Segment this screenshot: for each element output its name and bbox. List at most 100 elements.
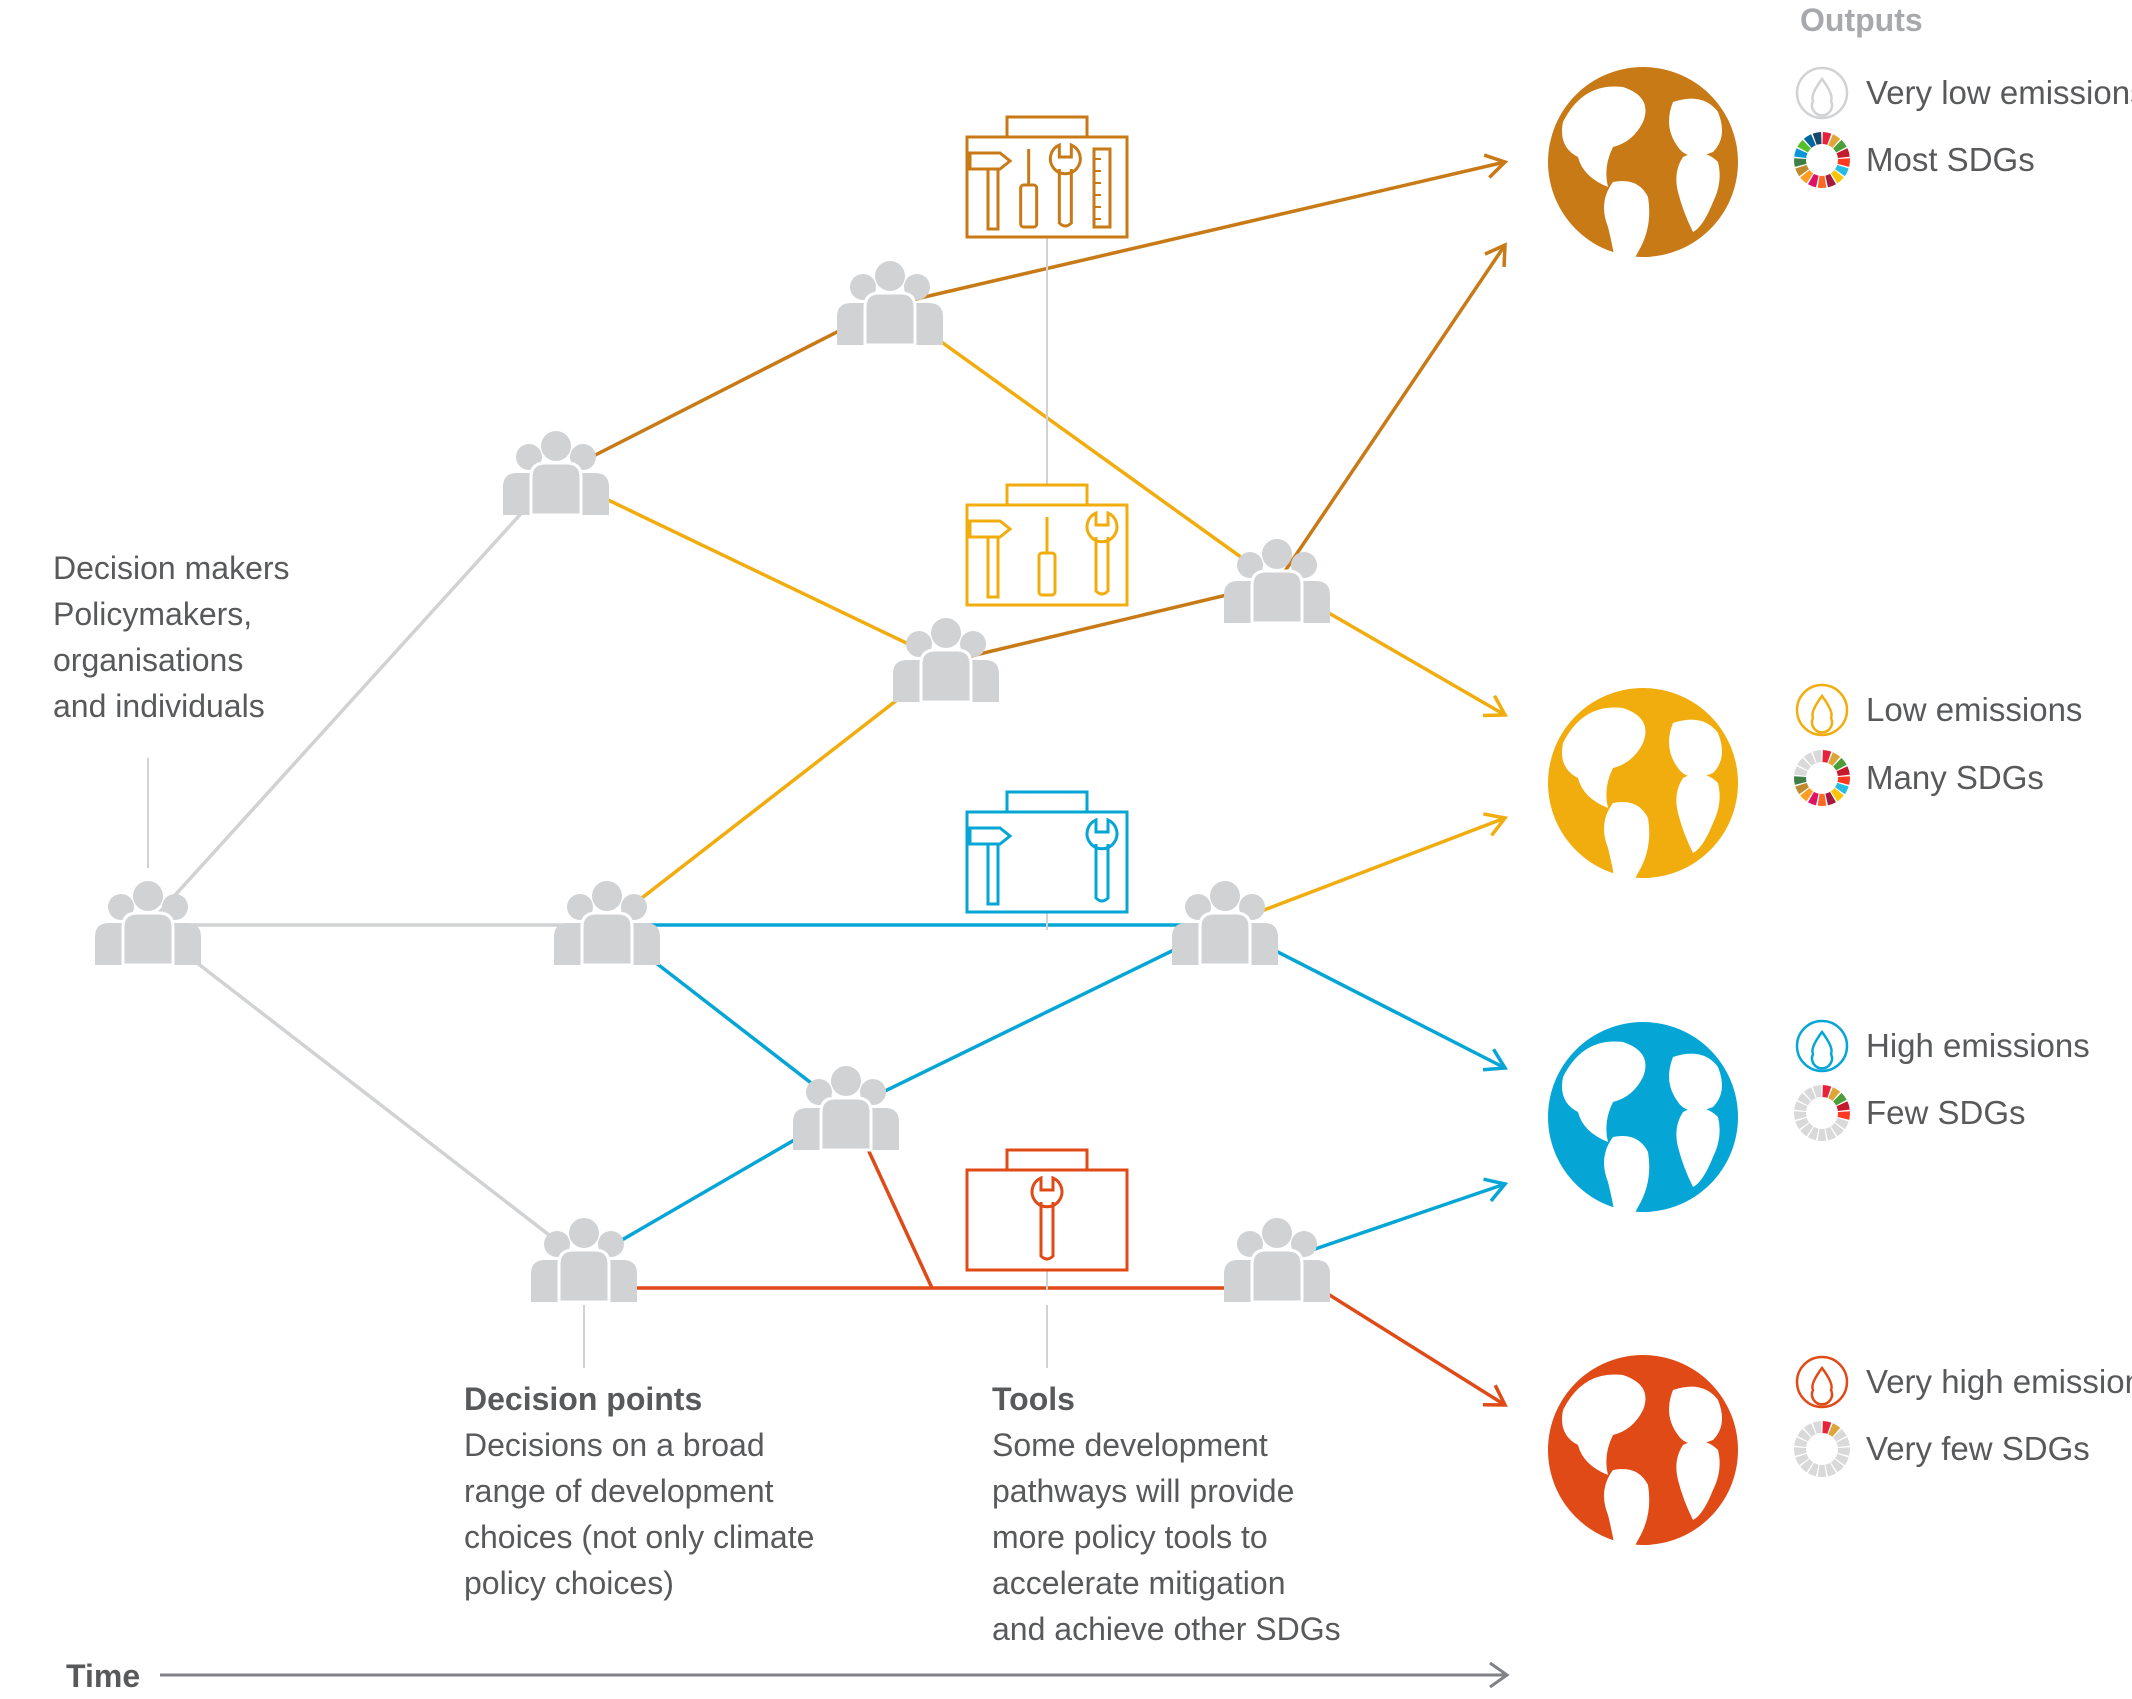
sdg-segment bbox=[1828, 134, 1841, 148]
sdg-segment bbox=[1793, 158, 1807, 167]
sdg-segment bbox=[1797, 1092, 1811, 1106]
arrowhead bbox=[1482, 694, 1508, 718]
globe-icon bbox=[1548, 688, 1738, 898]
continent-shape bbox=[1604, 181, 1650, 277]
arrowhead bbox=[1482, 1048, 1508, 1072]
arrowhead bbox=[1484, 242, 1507, 268]
people-group-icon bbox=[529, 1216, 639, 1304]
droplet-shape bbox=[1810, 1029, 1834, 1070]
sdg-segment bbox=[1794, 766, 1808, 777]
sdg-segment bbox=[1828, 1087, 1841, 1101]
sdg-segment bbox=[1794, 1437, 1808, 1448]
time-axis-label: Time bbox=[66, 1658, 141, 1694]
output-emissions-label: Low emissions bbox=[1866, 691, 2083, 728]
sdg-segment bbox=[1803, 1087, 1816, 1101]
sdg-segment bbox=[1807, 791, 1819, 806]
output-legend-icons bbox=[1793, 66, 1851, 1477]
output-sdg-label: Very few SDGs bbox=[1866, 1430, 2090, 1467]
sdg-segment bbox=[1795, 1453, 1809, 1466]
decision-points-label: Decision points Decisions on a broad ran… bbox=[464, 1376, 814, 1606]
sdg-segment bbox=[1817, 1464, 1827, 1477]
sdg-segment bbox=[1797, 1428, 1811, 1442]
sdg-segment bbox=[1795, 164, 1809, 177]
decision-makers-label: Decision makers Policymakers, organisati… bbox=[53, 545, 290, 729]
droplet-ring bbox=[1795, 1355, 1849, 1409]
screwdriver-handle bbox=[1019, 183, 1039, 229]
continent-shape bbox=[1604, 1469, 1650, 1565]
droplet-ring bbox=[1795, 683, 1849, 737]
sdg-segment bbox=[1794, 148, 1808, 159]
continent-shape bbox=[1604, 802, 1650, 898]
sdg-segment bbox=[1800, 1459, 1814, 1473]
ruler-icon bbox=[1092, 147, 1112, 229]
people-group-icon bbox=[791, 1064, 901, 1152]
pathway-line bbox=[555, 473, 947, 664]
sdg-segment bbox=[1836, 1437, 1850, 1448]
decision-points-line: Decisions on a broad bbox=[464, 1427, 765, 1463]
sdg-segment bbox=[1830, 1459, 1844, 1473]
decision-points-line: policy choices) bbox=[464, 1565, 674, 1601]
sdg-segment bbox=[1837, 776, 1850, 785]
people-group-icon bbox=[1222, 537, 1332, 625]
wrench-icon bbox=[1094, 537, 1110, 596]
continent-shape bbox=[1669, 1053, 1722, 1111]
sdg-segment bbox=[1803, 134, 1816, 148]
people-group-icon bbox=[93, 879, 203, 967]
output-sdg-label: Many SDGs bbox=[1866, 759, 2044, 796]
sdg-segment bbox=[1822, 1421, 1832, 1434]
sdg-segment bbox=[1800, 1123, 1814, 1137]
decision-points-title: Decision points bbox=[464, 1381, 703, 1417]
sdg-segment bbox=[1837, 1111, 1851, 1120]
tools-line: pathways will provide bbox=[992, 1473, 1295, 1509]
wrench-icon bbox=[1039, 1202, 1055, 1261]
sdg-segment bbox=[1833, 1092, 1847, 1106]
sdg-segment bbox=[1833, 139, 1847, 153]
toolbox-handle bbox=[1005, 1148, 1089, 1172]
people-group-icon bbox=[1222, 1216, 1332, 1304]
pathway-line bbox=[605, 660, 948, 927]
globe-icon bbox=[1548, 1022, 1738, 1232]
hammer-icon bbox=[968, 826, 1013, 846]
droplet-ring bbox=[1795, 1019, 1849, 1073]
decision-makers-line: and individuals bbox=[53, 688, 265, 724]
people-group-icon bbox=[835, 259, 945, 347]
decision-points-line: choices (not only climate bbox=[464, 1519, 815, 1555]
sdg-segment bbox=[1800, 788, 1814, 802]
toolbox-handle bbox=[1005, 790, 1089, 814]
sdg-segment bbox=[1825, 1126, 1837, 1141]
sdg-segment bbox=[1835, 1117, 1849, 1130]
sdg-segment bbox=[1807, 1462, 1819, 1477]
sdg-segment bbox=[1835, 164, 1849, 177]
sdg-segment bbox=[1836, 148, 1850, 159]
people-group-icon bbox=[1170, 879, 1280, 967]
output-emissions-label: Very low emissions bbox=[1866, 74, 2132, 111]
sdg-segment bbox=[1817, 175, 1827, 189]
sdg-segment bbox=[1812, 132, 1822, 145]
continent-shape bbox=[1562, 1374, 1646, 1475]
toolbox-handle bbox=[1005, 115, 1089, 139]
tools-line: accelerate mitigation bbox=[992, 1565, 1286, 1601]
toolboxes bbox=[965, 115, 1129, 1290]
pathway-line bbox=[888, 303, 1279, 585]
sdg-segment bbox=[1837, 158, 1851, 167]
sdg-segment bbox=[1817, 793, 1827, 806]
outputs-title: Outputs bbox=[1800, 2, 1923, 38]
toolbox-icon bbox=[965, 1148, 1129, 1290]
pathway-arrow-line bbox=[889, 160, 1506, 307]
decision-makers-line: Decision makers bbox=[53, 550, 290, 586]
pathway-connectors bbox=[146, 303, 1279, 1368]
droplet-shape bbox=[1810, 1365, 1834, 1406]
output-globes bbox=[1548, 67, 1738, 1565]
droplet-icon bbox=[1795, 1355, 1849, 1409]
arrowhead bbox=[1483, 812, 1509, 837]
toolbox-icon bbox=[965, 440, 1129, 607]
sdg-wheel-icon bbox=[1793, 1085, 1851, 1141]
hammer-icon bbox=[968, 519, 1013, 539]
sdg-segment bbox=[1793, 1447, 1807, 1456]
sdg-segment bbox=[1793, 1111, 1807, 1120]
arrowhead bbox=[1482, 1384, 1508, 1407]
toolbox-icon bbox=[965, 790, 1129, 930]
continent-shape bbox=[1676, 1441, 1720, 1520]
output-emissions-label: Very high emissions bbox=[1866, 1363, 2132, 1400]
